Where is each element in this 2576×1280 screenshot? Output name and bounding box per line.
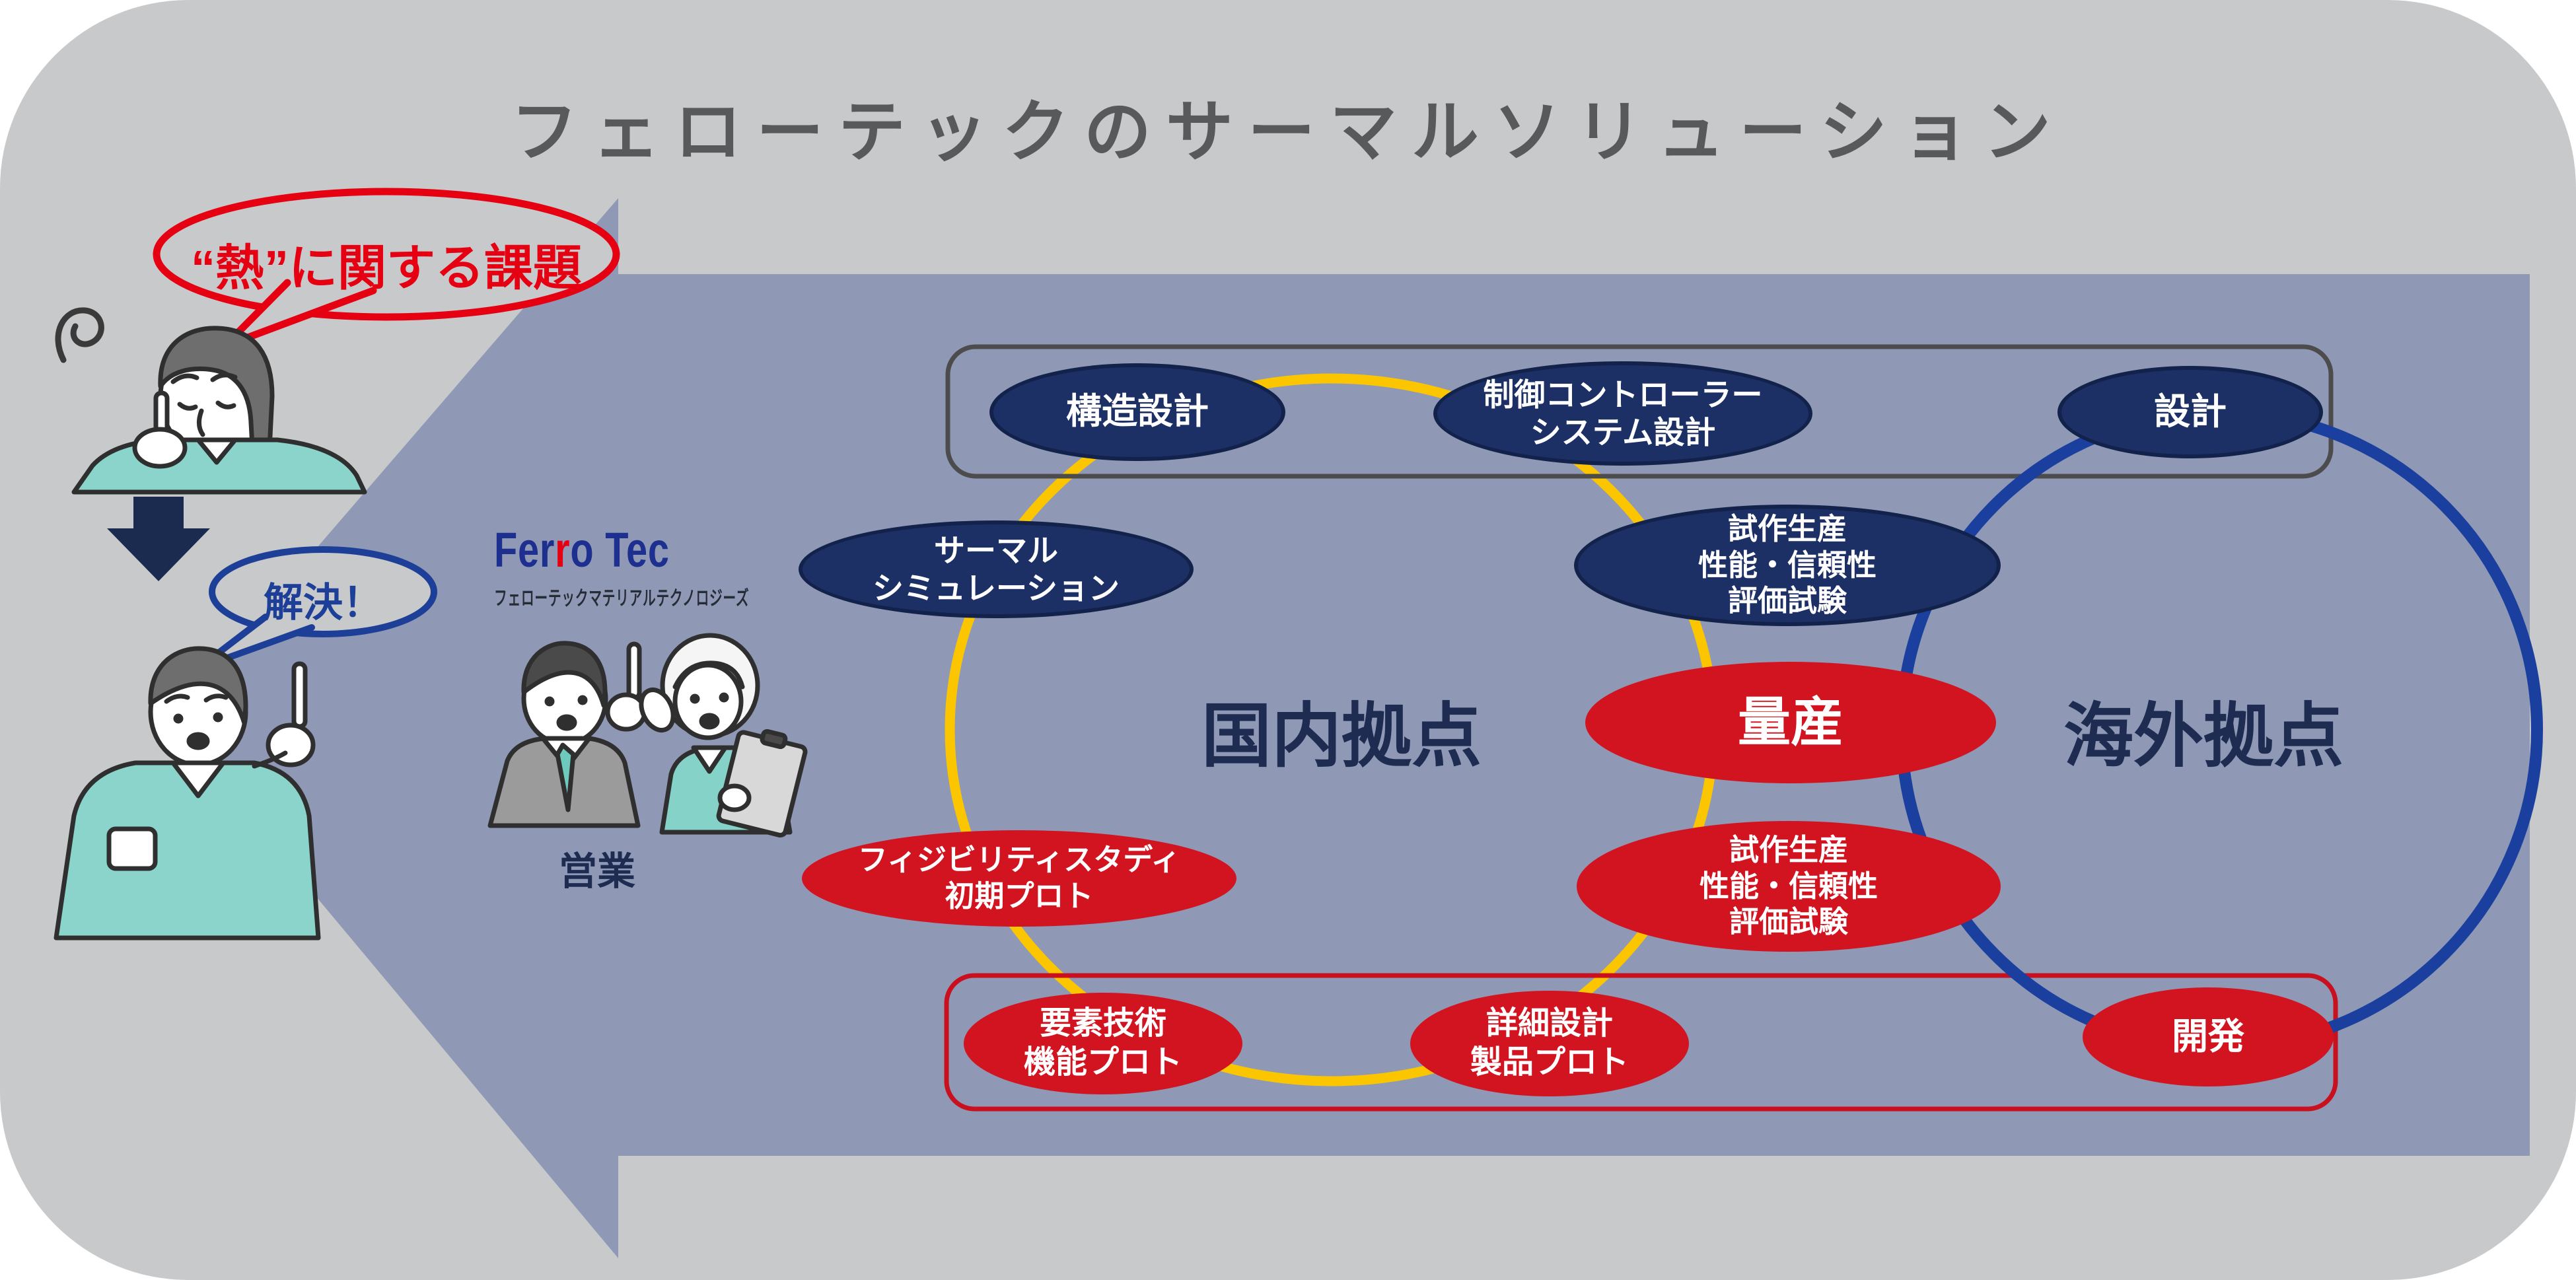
domestic-base-label: 国内拠点 — [1201, 697, 1482, 775]
problem-bubble-text: “熱”に関する課題 — [191, 240, 582, 295]
node-trial-production-red: 試作生産 性能・信頼性 評価試験 — [1577, 821, 2001, 952]
logo-red-letter: r — [555, 522, 571, 577]
node-thermal-simulation: サーマル シミュレーション — [799, 520, 1194, 618]
design-group-box — [945, 344, 2334, 479]
node-label: 要素技術 機能プロト — [1023, 1006, 1182, 1080]
node-development: 開発 — [2083, 987, 2334, 1086]
node-element-technology: 要素技術 機能プロト — [964, 993, 1242, 1094]
node-design: 設計 — [2057, 366, 2323, 458]
node-controller-system-design: 制御コントローラー システム設計 — [1433, 361, 1812, 466]
prototype-group-box — [944, 973, 2338, 1112]
confusion-spiral-icon — [55, 307, 104, 363]
big-left-arrow — [168, 198, 2530, 1258]
node-label: 構造設計 — [1066, 392, 1209, 432]
node-label: 詳細設計 製品プロト — [1470, 1006, 1629, 1080]
thinking-worker-illustration — [71, 326, 367, 495]
node-label: 制御コントローラー システム設計 — [1483, 376, 1763, 450]
node-label: 試作生産 性能・信頼性 評価試験 — [1698, 511, 1877, 618]
page-title: フェローテックのサーマルソリューション — [511, 94, 2065, 170]
node-label: 設計 — [2153, 391, 2227, 433]
node-trial-production-blue: 試作生産 性能・信頼性 評価試験 — [1574, 505, 2001, 626]
node-label: 開発 — [2171, 1016, 2244, 1057]
sales-woman-illustration — [639, 633, 808, 838]
node-label: 試作生産 性能・信頼性 評価試験 — [1699, 832, 1878, 939]
solution-bubble-text: 解決！ — [264, 581, 382, 625]
down-arrow — [107, 497, 210, 581]
problem-bubble — [153, 188, 620, 350]
overseas-base-label: 海外拠点 — [2063, 697, 2343, 775]
node-label: フィジビリティスタディ 初期プロト — [857, 843, 1181, 913]
node-structural-design: 構造設計 — [989, 363, 1285, 461]
ferrotec-logo: Ferro Tec フェローテックマテリアルテクノロジーズ — [494, 522, 880, 611]
node-feasibility-study: フィジビリティスタディ 初期プロト — [802, 830, 1236, 927]
node-label: 量産 — [1738, 693, 1843, 752]
node-label: サーマル シミュレーション — [872, 532, 1120, 606]
sales-man-illustration — [487, 641, 647, 828]
ferrotec-logo-subtitle: フェローテックマテリアルテクノロジーズ — [494, 588, 750, 610]
pointing-worker-illustration — [54, 646, 321, 941]
ferrotec-logo-wordmark: Ferro Tec — [494, 522, 670, 577]
sales-label: 営業 — [558, 850, 635, 893]
node-mass-production: 量産 — [1585, 662, 1996, 783]
node-detail-design: 詳細設計 製品プロト — [1410, 991, 1689, 1096]
